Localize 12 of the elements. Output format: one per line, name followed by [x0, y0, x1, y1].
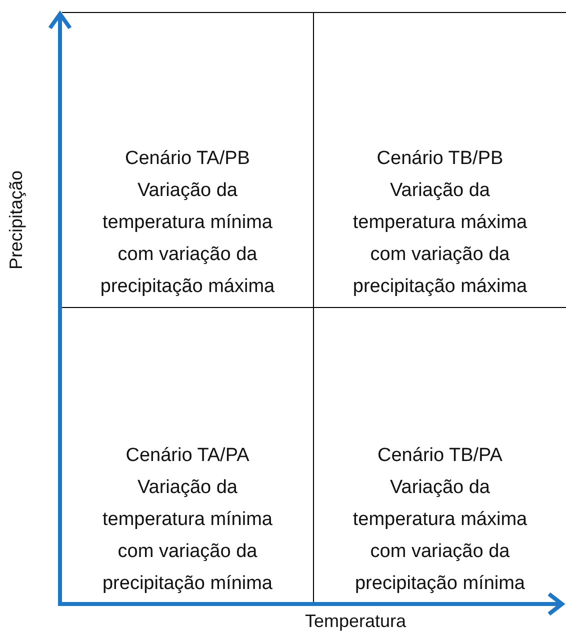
- scenario-description: Variação da temperatura máxima com variação da precipitação máxima: [352, 179, 528, 299]
- scenario-title: Cenário TB/PA: [376, 444, 504, 468]
- scenario-title: Cenário TA/PB: [124, 147, 251, 171]
- axis-label: Precipitação: [5, 170, 27, 270]
- scenario-cell: [314, 12, 566, 308]
- scenario-description: Variação da temperatura máxima com variação da precipitação mínima: [352, 476, 528, 596]
- scenario-cell: [62, 12, 314, 308]
- scenario-title: Cenário TB/PB: [376, 147, 504, 171]
- scenario-description: Variação da temperatura mínima com variação da precipitação mínima: [101, 476, 274, 596]
- scenario-title: Cenário TA/PA: [124, 444, 250, 468]
- axis-label: Temperatura: [305, 610, 406, 632]
- scenario-description: Variação da temperatura mínima com variação da precipitação máxima: [99, 179, 276, 299]
